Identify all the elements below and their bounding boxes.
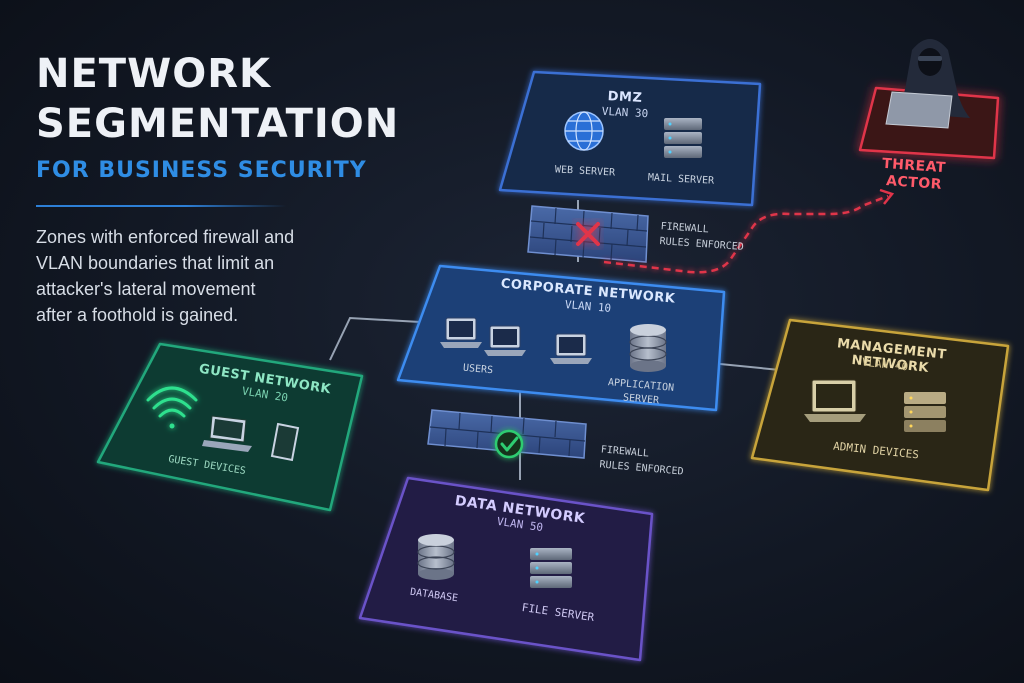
- page-title-line2: SEGMENTATION: [36, 101, 400, 147]
- title-divider: [36, 205, 286, 207]
- laptop-icon: [484, 325, 526, 356]
- phone-icon: [270, 422, 300, 462]
- hacker-icon: [885, 39, 970, 129]
- laptop-icon: [202, 415, 252, 452]
- database-icon: [629, 324, 667, 372]
- description-text: Zones with enforced firewall and VLAN bo…: [36, 227, 295, 325]
- server-icon: [664, 118, 702, 158]
- wifi-icon: [146, 386, 198, 429]
- management-zone: [750, 318, 1010, 492]
- page-subtitle: FOR BUSINESS SECURITY: [36, 158, 367, 183]
- laptop-icon: [804, 379, 866, 422]
- laptop-icon: [550, 333, 592, 364]
- x-icon: [576, 222, 600, 246]
- check-icon: [494, 429, 524, 459]
- data-zone: [358, 476, 654, 662]
- dmz-zone: [498, 70, 762, 207]
- page-title-line1: NETWORK: [36, 51, 272, 97]
- globe-icon: [564, 111, 604, 151]
- server-icon: [904, 392, 946, 432]
- top-firewall-label: FIREWALL RULES ENFORCED: [659, 219, 745, 255]
- server-icon: [530, 548, 572, 588]
- database-icon: [417, 534, 455, 580]
- laptop-icon: [440, 317, 482, 348]
- threat-path: [603, 194, 889, 274]
- threat-arrowhead: [879, 188, 895, 205]
